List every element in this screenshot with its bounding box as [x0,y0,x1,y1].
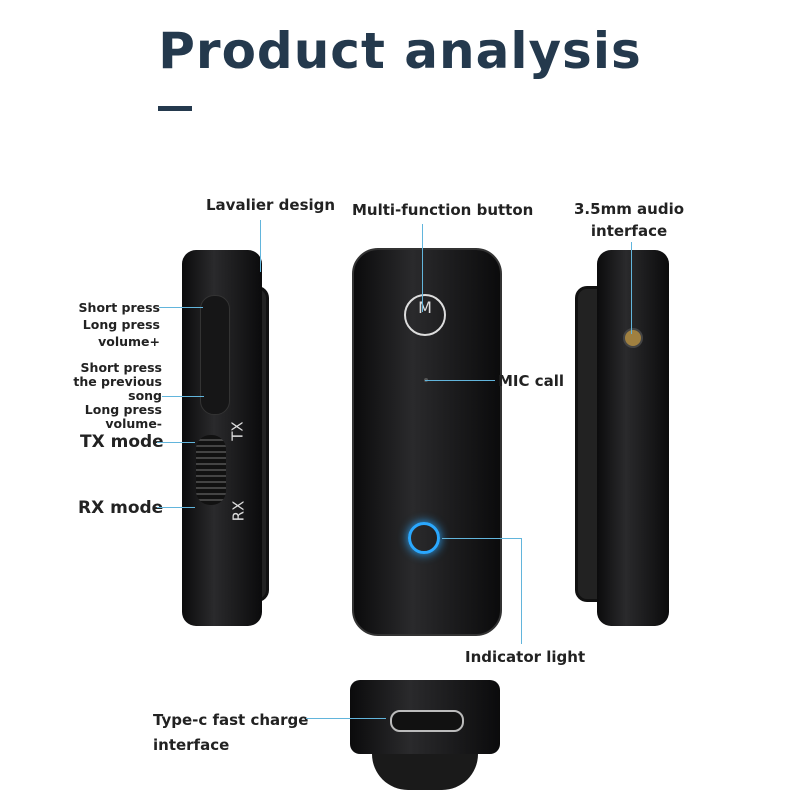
bottom-device [350,680,500,790]
leader-line [521,538,522,644]
label-line: volume+ [98,334,160,349]
rx-mode-label: RX mode [78,498,164,518]
front-device: M [352,248,502,636]
multi-function-label: Multi-function button [352,201,534,219]
multi-function-button[interactable]: M [404,294,446,336]
title-underline [158,106,192,111]
lavalier-label: Lavalier design [206,196,336,214]
mic-call-label: MIC call [498,372,565,390]
leader-line [159,307,203,308]
label-line: Short press [78,300,160,315]
audio-jack [623,328,643,348]
type-c-label: Type-c fast charge interface [153,708,308,758]
label-line: song [128,388,162,403]
clip [575,286,600,602]
leader-line [260,220,261,272]
side-device-left: TX RX [182,250,276,626]
audio-label-line2: interface [590,222,668,240]
page-title: Product analysis [158,22,642,80]
tx-text: TX [228,421,247,441]
right-device-body [597,250,669,626]
bottom-device-base [372,754,478,790]
label-line: Long press [82,317,160,332]
indicator-light-label: Indicator light [465,648,586,666]
label-line: volume- [105,416,162,431]
leader-line [425,380,495,381]
side-device-right [575,250,670,626]
leader-line [157,507,195,508]
label-line: the previous [73,374,162,389]
volume-rocker[interactable] [200,295,230,415]
audio-label: 3.5mm audio interface [574,198,684,242]
leader-line [162,396,204,397]
leader-line [306,718,386,719]
leader-line [422,224,423,312]
label-line: interface [153,736,230,754]
label-line: Long press [84,402,162,417]
label-line: Short press [80,360,162,375]
leader-line [442,538,522,539]
label-line: Type-c fast charge [153,711,309,729]
tx-mode-label: TX mode [80,432,164,452]
leader-line [157,442,195,443]
m-label: M [418,298,432,317]
leader-line [631,242,632,334]
rx-text: RX [229,500,248,522]
mode-switch[interactable] [196,435,226,505]
type-c-port [390,710,464,732]
audio-label-line1: 3.5mm audio [574,200,685,218]
indicator-light [408,522,440,554]
